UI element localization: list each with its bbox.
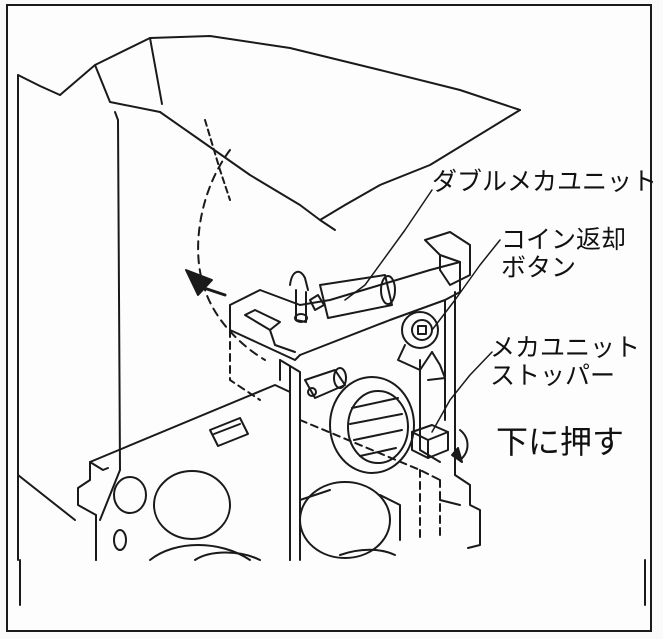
label-push-down: 下に押す: [496, 423, 625, 461]
top-roller: [319, 274, 396, 319]
solenoid: [304, 367, 347, 399]
label-stopper-line1: メカユニット: [490, 333, 641, 362]
cabinet-side-panel: [17, 74, 121, 561]
label-double-mech-unit: ダブルメカユニット: [432, 167, 658, 196]
leader-lines: [344, 189, 501, 433]
lower-gear-area: [299, 481, 401, 559]
label-coin-return-line1: コイン返却: [501, 225, 627, 254]
mech-unit-stopper: [411, 424, 449, 459]
label-mech-unit-stopper: メカユニット ストッパー: [490, 334, 640, 390]
coin-return-button: [397, 311, 446, 381]
center-dial: [329, 376, 415, 474]
swing-arc-arrow: [185, 149, 266, 361]
mech-frame-dashed: [229, 329, 441, 541]
bottom-band: [19, 559, 646, 606]
top-latch: [289, 270, 325, 323]
label-coin-return-line2: ボタン: [501, 253, 577, 282]
label-coin-return-button: コイン返却 ボタン: [501, 226, 626, 282]
label-stopper-line2: ストッパー: [490, 361, 616, 390]
open-top-door: [59, 35, 521, 231]
push-down-arrow: [451, 429, 469, 463]
front-door-plate: [77, 384, 291, 561]
unit-right-frame: [419, 291, 481, 549]
